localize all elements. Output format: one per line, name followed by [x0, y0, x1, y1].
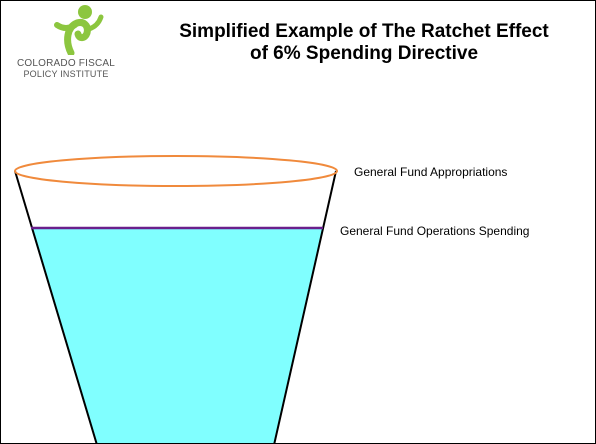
appropriations-rim: [14, 155, 338, 187]
logo-text-line1: COLORADO FISCAL: [16, 58, 116, 69]
logo-text-line2: POLICY INSTITUTE: [23, 68, 109, 79]
cup-left-wall: [14, 170, 98, 443]
logo-text: COLORADO FISCAL POLICY INSTITUTE: [11, 58, 121, 79]
cup-right-wall: [273, 170, 337, 443]
slide-title-line2: of 6% Spending Directive: [249, 43, 479, 65]
cfpi-logo: COLORADO FISCAL POLICY INSTITUTE: [11, 3, 121, 93]
spending-fill: [31, 228, 323, 443]
label-general-fund-appropriations: General Fund Appropriations: [354, 165, 508, 179]
slide-title-line1: Simplified Example of The Ratchet Effect: [179, 21, 549, 42]
cfpi-figure-icon: [54, 5, 104, 55]
slide-title: Simplified Example of The Ratchet Effect…: [129, 21, 595, 66]
label-general-fund-operations-spending: General Fund Operations Spending: [340, 224, 530, 238]
